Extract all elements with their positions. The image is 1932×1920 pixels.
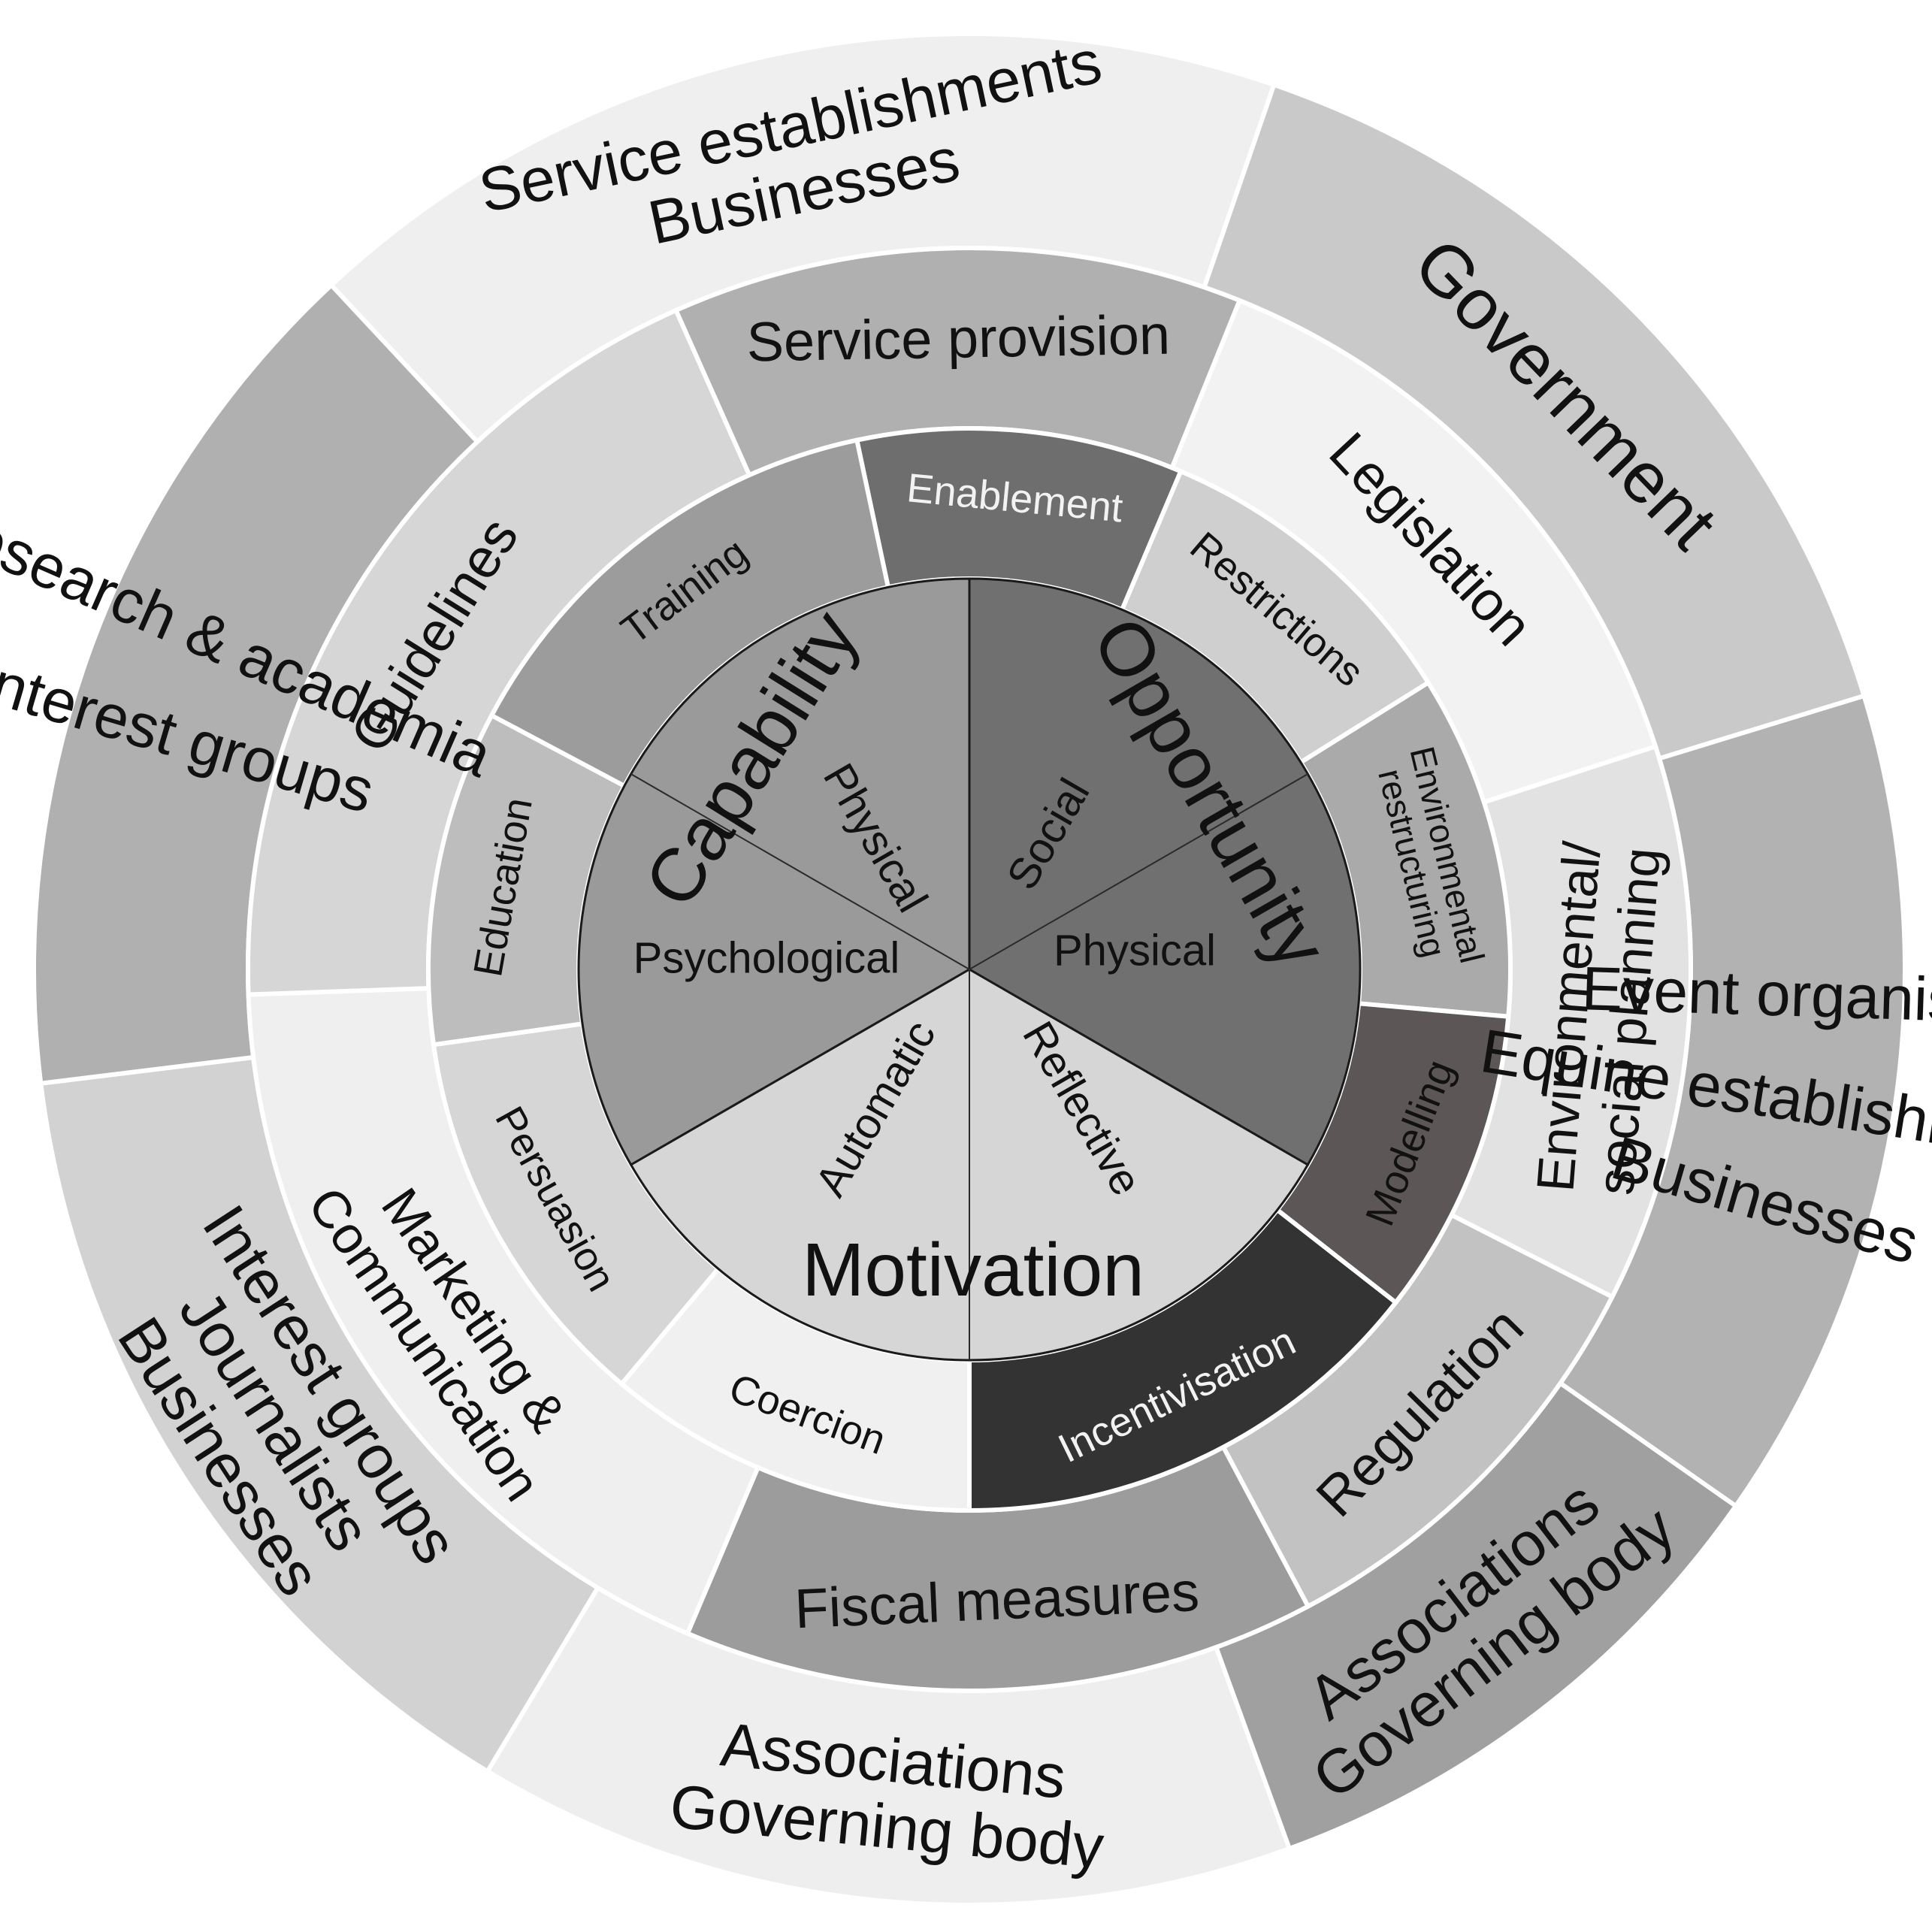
intervention-ring	[426, 426, 1513, 1513]
core-divider-1	[969, 773, 1308, 970]
policy-ring	[246, 246, 1693, 1693]
core-divider-0	[630, 773, 970, 970]
com-b-core	[577, 577, 1362, 1362]
capability-psychological-label: Psychological	[633, 934, 900, 983]
opportunity-physical-label: Physical	[1054, 927, 1216, 975]
stakeholder-ring	[32, 32, 1907, 1907]
policy-label-0: Service provision	[746, 304, 1171, 373]
motivation-label: Motivation	[802, 1228, 1144, 1312]
stakeholder-label-2-0: Event organiser	[1581, 954, 1932, 1036]
